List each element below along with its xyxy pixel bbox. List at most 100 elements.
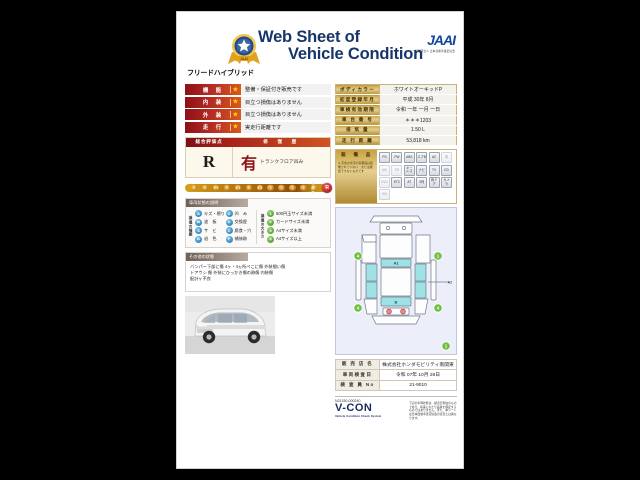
legend-item: X 交換歴	[225, 218, 257, 227]
sheet-header: JAAI Web Sheet of Vehicle Condition JAAI…	[185, 28, 457, 78]
diagram-label-rear: B	[395, 299, 398, 304]
divider	[230, 98, 231, 106]
legend-code-icon: P	[225, 235, 233, 243]
legend-group-label: 損傷の大きさ	[261, 214, 265, 239]
repair-history-header-label: 修 復 歴	[232, 137, 330, 147]
rating-scale-step: 事故車	[311, 181, 318, 195]
repair-history-value: 有	[241, 155, 258, 173]
dealer-value: 21-9010	[379, 379, 457, 392]
spec-value: 1.50 L	[379, 125, 457, 136]
equipment-chip: 革	[440, 152, 452, 164]
dealer-key: 車両検査日	[335, 369, 380, 381]
diagram-damage-marker-code: 1	[437, 253, 440, 258]
overall-grade-body: R 有 トランクフロア凹み	[186, 146, 330, 177]
diagram-damage-marker	[353, 303, 363, 313]
table-row: 走 行 距 離 53,818 km	[335, 135, 457, 147]
legend-item: 4 A4サイズ以上	[267, 235, 328, 244]
spec-table: ボディカラー ホワイトオーキッドP 初度登録年月 平成 30年 8月 車検有効期…	[335, 84, 457, 147]
overall-grade-box: 総合評価点 修 復 歴 R 有 トランクフロア凹み	[185, 136, 331, 178]
legend-item: P 補修跡	[225, 235, 257, 244]
rating-scale-step: 1	[289, 184, 296, 191]
legend-item-text: カードサイズ未満	[276, 219, 310, 225]
comment-line: 配計ヶ不良	[190, 275, 211, 281]
other-condition-box: その他の状態 バンパー下部に傷 4ヶ・4ヵ所ぺこに傷 外装間い傷 トアウシ 傷 …	[185, 251, 331, 292]
footer-legal-text: 下記の車両状態は、検査日現在のものであり、将来にわたり品質を保証するものではあり…	[409, 401, 457, 420]
diagram-damage-marker	[433, 303, 443, 313]
star-icon: ★	[232, 98, 240, 106]
equipment-chip: カメラ	[440, 177, 452, 189]
equipment-chip: PS	[379, 152, 390, 164]
legend-item-text: 補修跡	[234, 236, 248, 242]
legend-item-text: 500円玉サイズ未満	[276, 210, 313, 216]
evaluation-label-wrap: 外 装 ★	[185, 109, 241, 120]
evaluation-label: 走 行	[202, 125, 223, 131]
evaluation-text: 整備・保証付き販売です	[241, 84, 331, 95]
page-title: Web Sheet of Vehicle Condition	[258, 29, 423, 63]
evaluation-label: 機 能	[202, 87, 223, 94]
legend-code-icon: 3	[267, 227, 274, 235]
table-row: 車両検査日 令和 07年 10月 28日	[335, 369, 457, 381]
medal-icon: JAAI	[227, 32, 261, 66]
page-title-line2: Vehicle Condition	[288, 45, 424, 63]
damage-legend: 車両状態の説明 損傷の種類 A キズ・擦り	[185, 197, 331, 248]
overall-grade-header: 総合評価点 修 復 歴	[186, 137, 330, 147]
divider	[230, 123, 231, 131]
evaluation-label: 内 装	[202, 100, 223, 106]
legend-item-text: キズ・擦り	[204, 210, 225, 216]
legend-items: A キズ・擦り U 凹 み W 波 板	[195, 210, 256, 244]
evaluation-row: 機 能 ★ 整備・保証付き販売です	[185, 84, 331, 95]
rating-scale-step: 4.5	[234, 184, 242, 191]
jaai-logo-text: JAAI	[427, 32, 456, 48]
dealer-key: 検 査 員 No	[335, 379, 380, 392]
spec-key: ボディカラー	[335, 84, 380, 96]
equipment-chip: TV	[428, 164, 440, 176]
equipment-chip: PW	[391, 152, 403, 164]
equipment-chip: CD	[440, 164, 452, 176]
legend-item-text: A4サイズ未満	[276, 227, 302, 233]
spec-key: 排 気 量	[335, 125, 380, 136]
spec-key: 車検有効期限	[335, 104, 380, 116]
right-column: ボディカラー ホワイトオーキッドP 初度登録年月 平成 30年 8月 車検有効期…	[335, 84, 457, 423]
legend-item-text: 凹 み	[234, 210, 248, 216]
evaluation-row: 外 装 ★ 目立つ損傷はありません	[185, 109, 331, 120]
other-condition-tab: その他の状態	[186, 252, 248, 261]
vehicle-model-name: フリードハイブリッド	[187, 70, 254, 77]
equipment-title: 装 備 品	[341, 152, 372, 158]
diagram-label-roof: A1	[393, 260, 399, 265]
evaluation-text: 目立つ損傷はありません	[241, 109, 331, 120]
diagram-damage-marker-code: 4	[357, 305, 360, 310]
legend-code-icon: U	[225, 210, 233, 218]
legend-item: 2 カードサイズ未満	[267, 218, 328, 227]
table-row: 検 査 員 No 21-9010	[335, 379, 457, 392]
left-column: 機 能 ★ 整備・保証付き販売です 内 装 ★	[185, 84, 333, 354]
legend-code-icon: W	[195, 218, 202, 226]
equipment-chip: ETC	[391, 177, 403, 189]
dealer-key: 販 売 店 名	[335, 358, 380, 371]
vcon-logo-subtitle: Vehicle Condition Check System	[335, 414, 382, 419]
evaluation-text: 目立つ損傷はありません	[241, 96, 331, 108]
table-row: ボディカラー ホワイトオーキッドP	[335, 84, 457, 96]
rating-scale-step: 2	[278, 184, 285, 191]
legend-item: W 波 板	[195, 218, 226, 227]
repair-history-note: トランクフロア凹み	[260, 159, 304, 165]
comment-line: バンパー下部に傷 4ヶ・4ヵ所ぺこに傷 外装間い傷	[190, 263, 286, 269]
diagram-damage-marker-code: 4	[437, 305, 440, 310]
equipment-chip: DVD	[379, 177, 390, 189]
spec-value: 53,818 km	[379, 135, 457, 147]
spec-key: 車 台 番 号	[335, 115, 380, 126]
equipment-box: 装 備 品 ※ 灰色の文字の装備品は装備されていない、または確認できないものです…	[335, 149, 457, 204]
rating-scale-step: 5.5	[212, 184, 220, 191]
dealer-value: 株式会社ホンダモビリティ南関東	[379, 358, 457, 371]
diagram-damage-marker-code: 4	[357, 253, 360, 258]
rating-scale-step: 0	[300, 184, 307, 191]
evaluation-label: 外 装	[202, 112, 223, 119]
other-condition-text: バンパー下部に傷 4ヶ・4ヵ所ぺこに傷 外装間い傷 トアウシ 傷 外装にひっかき…	[186, 261, 330, 285]
evaluation-label-wrap: 内 装 ★	[185, 96, 241, 108]
legend-item: 1 500円玉サイズ未満	[267, 210, 328, 219]
evaluation-label-wrap: 走 行 ★	[185, 121, 241, 133]
legend-group-damage-size: 損傷の大きさ 1 500円玉サイズ未満 2 カードサイズ未満	[256, 209, 328, 244]
